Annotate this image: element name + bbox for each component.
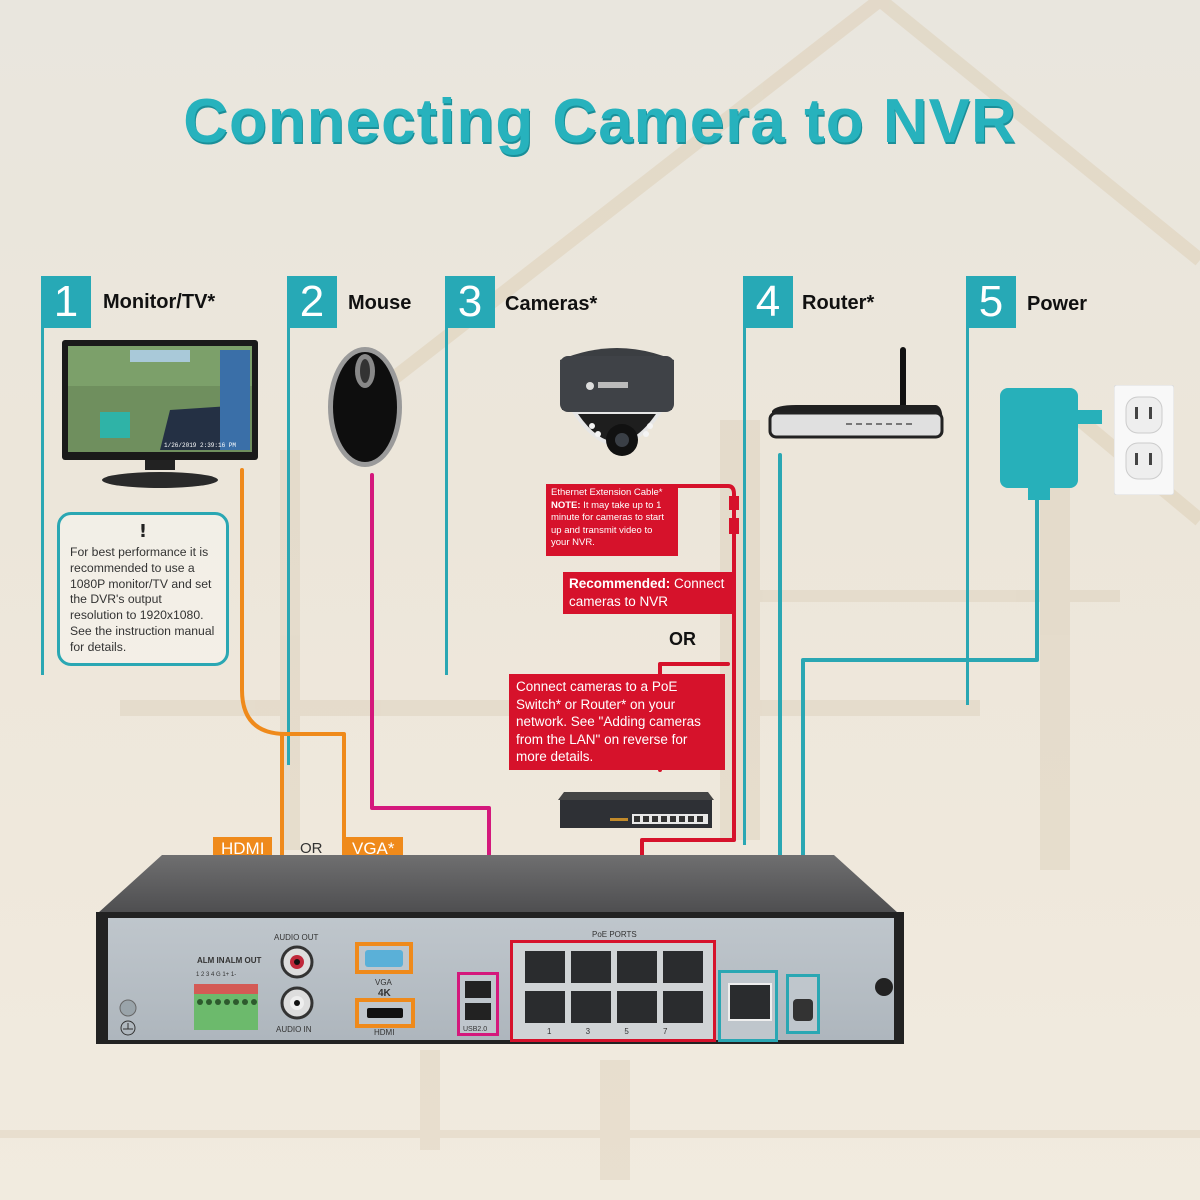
audio-out-port xyxy=(280,945,314,979)
poe-ports-block: 1 3 5 7 xyxy=(510,940,716,1042)
extension-connector-bottom xyxy=(729,518,739,534)
nvr-top-cover xyxy=(98,855,898,913)
alert-icon: ! xyxy=(138,521,148,542)
audio-in-port xyxy=(280,986,314,1020)
page-title: Connecting Camera to NVR xyxy=(183,87,1017,156)
recommended-label: Recommended: xyxy=(569,576,671,591)
step-4-label: Router* xyxy=(802,292,875,314)
camera-or-label: OR xyxy=(669,629,696,649)
power-adapter-icon xyxy=(1000,388,1104,500)
monitor-cable xyxy=(240,468,346,952)
recommended-text: Connect cameras to NVR xyxy=(569,576,725,609)
note-label: NOTE: xyxy=(551,499,581,511)
step-2-number: 2 xyxy=(287,276,337,328)
dome-camera-icon xyxy=(552,340,682,470)
poe-switch-icon xyxy=(558,792,714,832)
alm-in-label: ALM IN xyxy=(197,956,225,965)
poe-switch-note-text: Connect cameras to a PoE Switch* or Rout… xyxy=(516,679,701,764)
alm-out-label: ALM OUT xyxy=(225,956,262,965)
video-or-label: OR xyxy=(300,840,323,857)
extension-cable-note: Ethernet Extension Cable* NOTE: It may t… xyxy=(546,484,678,556)
router-icon xyxy=(766,345,946,445)
step-1-line xyxy=(41,325,44,675)
poe-port-numbers: 1 3 5 7 xyxy=(547,1027,668,1036)
vga-port xyxy=(355,942,413,974)
lan-port xyxy=(718,970,778,1042)
step-4-line xyxy=(743,325,746,845)
hdmi-port-label: HDMI xyxy=(374,1028,395,1037)
recommended-note: Recommended: Connect cameras to NVR xyxy=(563,572,733,614)
hdmi-4k-label: 4K xyxy=(378,988,391,999)
audio-out-label: AUDIO OUT xyxy=(274,933,319,942)
monitor-note-box: ! For best performance it is recommended… xyxy=(57,512,229,666)
monitor-timestamp: 1/26/2019 2:39:16 PM xyxy=(164,442,237,449)
step-2-label: Mouse xyxy=(348,292,412,314)
step-3-number: 3 xyxy=(445,276,495,328)
wall-outlet-icon xyxy=(1113,384,1175,496)
step-5-line xyxy=(966,325,969,705)
monitor-icon: 1/26/2019 2:39:16 PM xyxy=(60,340,260,490)
vga-port-label: VGA xyxy=(375,978,392,987)
dc-power-port xyxy=(786,974,820,1034)
step-3-label: Cameras* xyxy=(505,293,598,315)
alarm-terminal-block xyxy=(194,984,258,1030)
usb-ports xyxy=(457,972,499,1036)
monitor-note-text: For best performance it is recommended t… xyxy=(70,545,215,654)
poe-ports-label: PoE PORTS xyxy=(592,930,637,939)
extension-cable-title: Ethernet Extension Cable* xyxy=(551,487,663,498)
usb-label: USB2.0 xyxy=(463,1026,488,1033)
step-5-label: Power xyxy=(1027,293,1088,315)
ground-terminal-icon xyxy=(119,999,137,1036)
step-1-label: Monitor/TV* xyxy=(103,291,216,313)
rear-screw-icon xyxy=(875,978,893,996)
step-2-line xyxy=(287,325,290,765)
note-text: It may take up to 1 minute for cameras t… xyxy=(551,499,664,549)
alm-pins-label: 1 2 3 4 G 1+ 1- xyxy=(196,972,237,978)
poe-switch-note: Connect cameras to a PoE Switch* or Rout… xyxy=(509,674,725,770)
hdmi-port xyxy=(355,998,415,1028)
step-5-number: 5 xyxy=(966,276,1016,328)
audio-in-label: AUDIO IN xyxy=(276,1025,312,1034)
mouse-icon xyxy=(325,345,405,470)
step-4-number: 4 xyxy=(743,276,793,328)
step-1-number: 1 xyxy=(41,276,91,328)
camera-cable xyxy=(546,484,736,942)
extension-connector-top xyxy=(729,496,739,510)
step-3-line xyxy=(445,325,448,675)
power-cable xyxy=(801,493,1039,977)
